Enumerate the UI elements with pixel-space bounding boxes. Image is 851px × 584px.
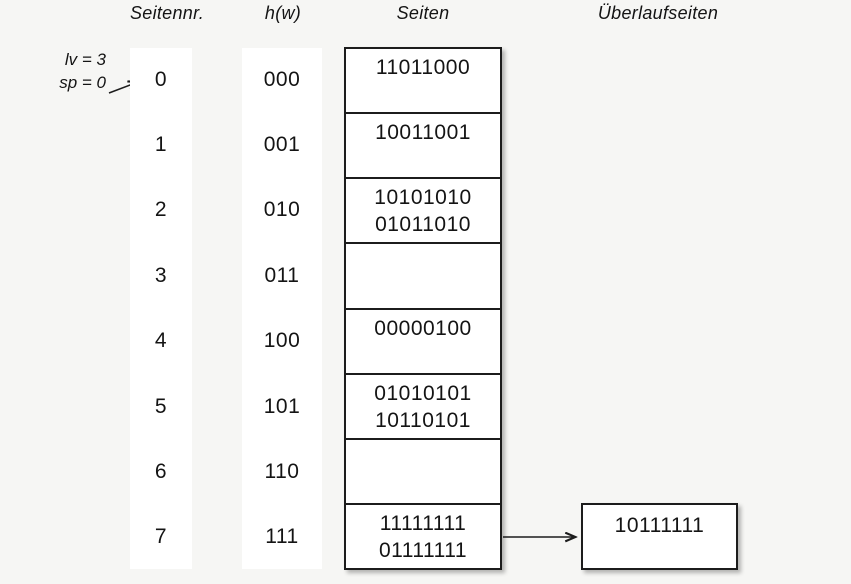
bucket-page-2: 10101010 01011010 [346, 179, 500, 245]
hash-value: 000 [263, 67, 301, 91]
hash-value: 110 [264, 459, 300, 483]
bucket-page-4: 00000100 [346, 310, 500, 375]
bucket-page-3 [346, 244, 500, 310]
header-seitennr: Seitennr. [129, 3, 205, 23]
page-number: 7 [154, 525, 168, 549]
record-value: 11111111 [379, 511, 467, 535]
hash-value-column: 000 001 010 011 100 101 110 111 [242, 47, 322, 570]
record-value: 10011001 [375, 121, 471, 145]
record-value: 01111111 [378, 538, 468, 562]
page-number: 5 [154, 394, 168, 418]
page-number: 6 [154, 459, 168, 483]
state-annotation: lv = 3 sp = 0 [20, 48, 106, 94]
record-value: 01011010 [375, 213, 471, 237]
header-hash-function: h(w) [264, 3, 302, 23]
page-number-column: 0 1 2 3 4 5 6 7 [130, 47, 192, 570]
hash-value: 001 [263, 133, 301, 157]
bucket-page-5: 01010101 10110101 [346, 375, 500, 440]
hash-value: 100 [263, 329, 301, 353]
page-number: 2 [154, 198, 168, 222]
header-seiten: Seiten [396, 3, 450, 23]
overflow-page-box: 10111111 [581, 503, 738, 570]
overflow-record-value: 10111111 [614, 514, 705, 537]
hash-value: 101 [263, 394, 301, 418]
split-pointer-value: sp = 0 [59, 73, 106, 92]
page-number: 3 [154, 263, 168, 287]
record-value: 11011000 [375, 56, 471, 79]
hash-value: 011 [264, 263, 300, 287]
hash-column-strip [242, 48, 322, 569]
bucket-page-7: 11111111 01111111 [346, 505, 500, 568]
bucket-page-0: 11011000 [346, 49, 500, 115]
bucket-page-1: 10011001 [346, 114, 500, 180]
header-ueberlaufseiten: Überlaufseiten [597, 3, 719, 23]
level-value: lv = 3 [64, 50, 106, 69]
record-value: 00000100 [374, 316, 472, 340]
seitennr-column-strip [130, 48, 192, 569]
record-value: 10101010 [374, 186, 472, 210]
bucket-page-6 [346, 440, 500, 505]
hash-value: 111 [265, 525, 299, 549]
page-number: 0 [154, 67, 168, 91]
record-value: 10110101 [375, 408, 471, 432]
page-number: 4 [154, 329, 168, 353]
page-number: 1 [154, 133, 168, 157]
overflow-link-arrow-icon [503, 526, 585, 548]
hash-value: 010 [263, 198, 301, 222]
record-value: 01010101 [374, 381, 472, 405]
bucket-pages-column: 11011000 10011001 10101010 01011010 0000… [344, 47, 502, 570]
